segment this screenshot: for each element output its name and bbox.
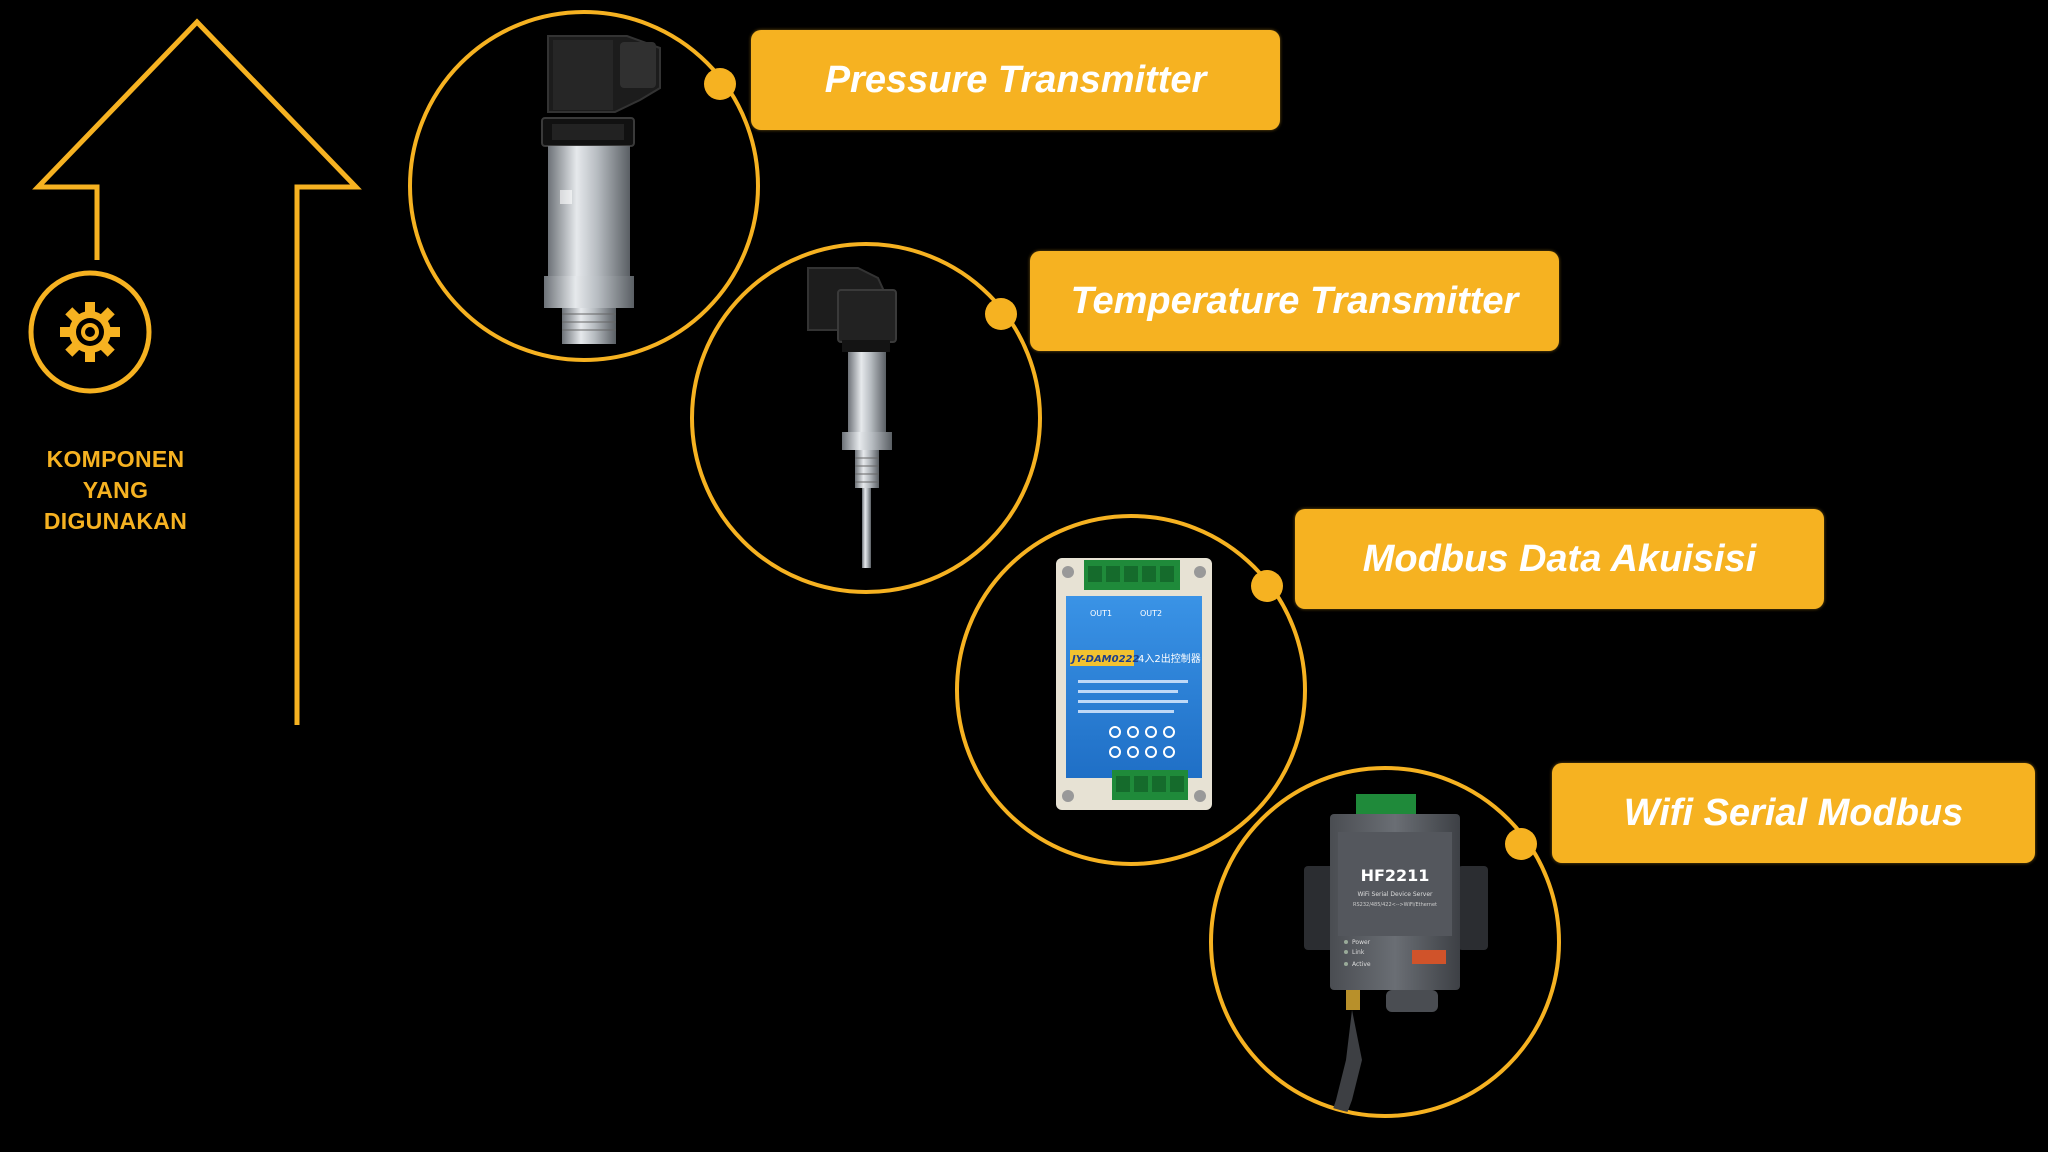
- label-text: Temperature Transmitter: [1070, 279, 1519, 322]
- module-out2-text: OUT2: [1140, 609, 1162, 618]
- side-label-line-1: KOMPONEN: [46, 446, 185, 472]
- module-subtitle-text: 4入2出控制器: [1138, 652, 1201, 665]
- connector-dot: [985, 298, 1017, 330]
- label-text: Pressure Transmitter: [824, 58, 1207, 101]
- temperature-transmitter-photo: [807, 267, 897, 568]
- connector-dot: [1505, 828, 1537, 860]
- server-led-power: Power: [1352, 939, 1371, 946]
- server-subtitle-text: WiFi Serial Device Server: [1357, 891, 1433, 898]
- label-text: Wifi Serial Modbus: [1623, 791, 1964, 834]
- wifi-serial-server-photo: HF2211 WiFi Serial Device Server RS232/4…: [1304, 794, 1488, 1116]
- side-label-line-3: DIGUNAKAN: [43, 508, 188, 534]
- modbus-relay-module-photo: OUT1 OUT2 JY-DAM0222 4入2出控制器: [1056, 558, 1212, 810]
- connector-dot: [704, 68, 736, 100]
- label-pressure-transmitter: Pressure Transmitter: [751, 30, 1280, 130]
- gear-icon: [28, 270, 152, 394]
- up-arrow-outline: [32, 18, 362, 725]
- pressure-transmitter-photo: [541, 35, 661, 344]
- label-modbus-data-akuisisi: Modbus Data Akuisisi: [1295, 509, 1824, 609]
- side-label: KOMPONEN YANG DIGUNAKAN: [18, 444, 213, 537]
- connector-dot: [1251, 570, 1283, 602]
- server-led-active: Active: [1352, 961, 1371, 968]
- server-detail-text: RS232/485/422<-->WiFi/Ethernet: [1353, 902, 1437, 908]
- label-temperature-transmitter: Temperature Transmitter: [1030, 251, 1559, 351]
- label-wifi-serial-modbus: Wifi Serial Modbus: [1552, 763, 2035, 863]
- component-pressure-transmitter: [408, 10, 760, 362]
- component-wifi-serial-modbus: HF2211 WiFi Serial Device Server RS232/4…: [1209, 766, 1561, 1118]
- module-out1-text: OUT1: [1090, 609, 1112, 618]
- component-modbus-data-akuisisi: OUT1 OUT2 JY-DAM0222 4入2出控制器: [955, 514, 1307, 866]
- label-text: Modbus Data Akuisisi: [1362, 537, 1757, 580]
- component-temperature-transmitter: [690, 242, 1042, 594]
- server-led-link: Link: [1352, 949, 1365, 956]
- side-label-line-2: YANG: [82, 477, 149, 503]
- module-model-text: JY-DAM0222: [1070, 654, 1140, 665]
- server-model-text: HF2211: [1361, 866, 1430, 885]
